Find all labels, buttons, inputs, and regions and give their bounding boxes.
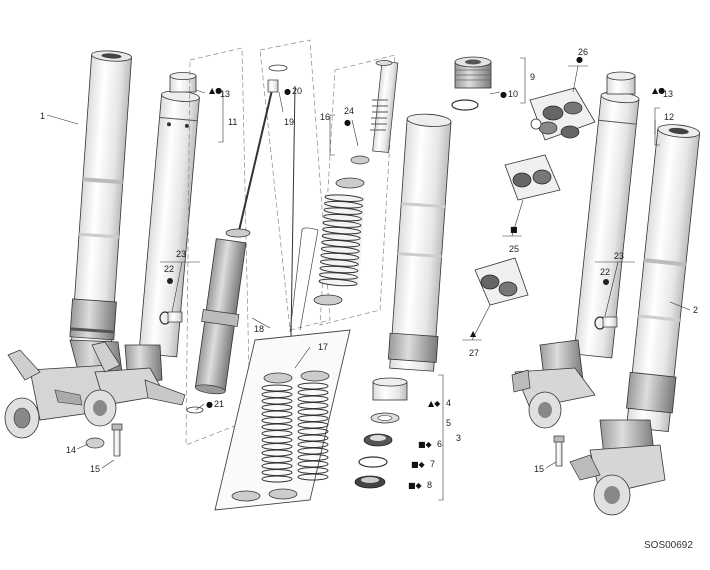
callout-24: 24: [344, 106, 354, 116]
callout-2: 2: [693, 305, 698, 315]
fork-leg-right-foot: [569, 419, 666, 516]
callout-1: 1: [40, 111, 45, 121]
callout-13-left: 13: [220, 89, 230, 99]
callout-13-right: 13: [663, 89, 673, 99]
callout-23-right: 23: [614, 251, 624, 261]
callout-20: 20: [292, 86, 302, 96]
bolt-22-right: [594, 279, 618, 330]
cartridge-cap: [451, 56, 492, 111]
center-outer-tube: [387, 113, 452, 372]
callout-25-symbols: ■: [510, 225, 518, 234]
callout-23-left: 23: [176, 249, 186, 259]
callout-22-right: 22: [600, 267, 610, 277]
callout-17: 17: [318, 342, 328, 352]
center-seal-stack: [354, 377, 408, 489]
callout-12: 12: [664, 112, 674, 122]
callout-27: 27: [469, 348, 479, 358]
callout-10-symbols: ●: [500, 90, 507, 99]
callout-13-left-symbols: ▲●: [209, 86, 222, 95]
adjuster-kit-25: [504, 154, 561, 201]
callout-11: 11: [228, 117, 237, 127]
fork-slider-left-tube: [138, 90, 200, 358]
spring-kit-box: [214, 227, 351, 511]
fork-slider-right-tube: [573, 91, 640, 359]
callout-8-symbols: ■◆: [408, 481, 423, 490]
callout-25: 25: [509, 244, 519, 254]
spring-main: [318, 193, 366, 287]
fork-cap-right: [606, 71, 636, 95]
callout-4: 4: [446, 398, 451, 408]
callout-7-symbols: ■◆: [411, 460, 426, 469]
callout-15-right: 15: [534, 464, 544, 474]
adjuster-kit-27: [474, 257, 529, 306]
spring-panel: [313, 54, 399, 326]
bolt-22-left: [159, 278, 183, 325]
callout-9: 9: [530, 72, 535, 82]
fork-leg-left-tube: [69, 50, 132, 348]
callout-13-right-symbols: ▲●: [652, 86, 665, 95]
callout-5: 5: [446, 418, 451, 428]
callout-7: 7: [430, 459, 435, 469]
callout-15-left: 15: [90, 464, 100, 474]
leader-lines: [46, 57, 691, 501]
callout-14: 14: [66, 445, 76, 455]
callout-19: 19: [284, 117, 294, 127]
callout-3: 3: [456, 433, 461, 443]
callout-22-left: 22: [164, 264, 174, 274]
callout-18: 18: [254, 324, 264, 334]
fork-slider-left-foot: [83, 341, 186, 427]
callout-4-symbols: ▲◆: [428, 399, 441, 408]
drawing-code: SOS00692: [644, 540, 693, 551]
spring-coil: [297, 473, 329, 481]
callout-10: 10: [508, 89, 518, 99]
callout-21: 21: [214, 399, 224, 409]
spring-coil: [261, 475, 293, 483]
callout-8: 8: [427, 480, 432, 490]
bolt-right: [553, 435, 565, 467]
spring-coil: [318, 278, 358, 287]
adjuster-kit-26: [529, 87, 596, 141]
callout-20-symbols: ●: [284, 87, 291, 96]
callout-24-symbols: ●: [344, 118, 351, 127]
callout-26-symbols: ●: [576, 55, 583, 64]
part-labels: 1 2 3 ▲◆ 4 5 ■◆ 6 ■◆ 7 ■◆ 8 9 ● 10 11 12…: [40, 47, 698, 551]
callout-27-symbols: ▲: [470, 329, 477, 338]
callout-6: 6: [437, 439, 442, 449]
fork-slider-right-foot: [511, 339, 596, 429]
callout-26: 26: [578, 47, 588, 57]
callout-6-symbols: ■◆: [418, 440, 433, 449]
fork-cap-left: [169, 72, 197, 93]
fork-leg-right-tube: [626, 124, 701, 433]
bolt-left: [85, 423, 123, 457]
damper-panel: [185, 39, 331, 446]
callout-16: 16: [320, 112, 330, 122]
callout-21-symbols: ●: [206, 400, 213, 409]
